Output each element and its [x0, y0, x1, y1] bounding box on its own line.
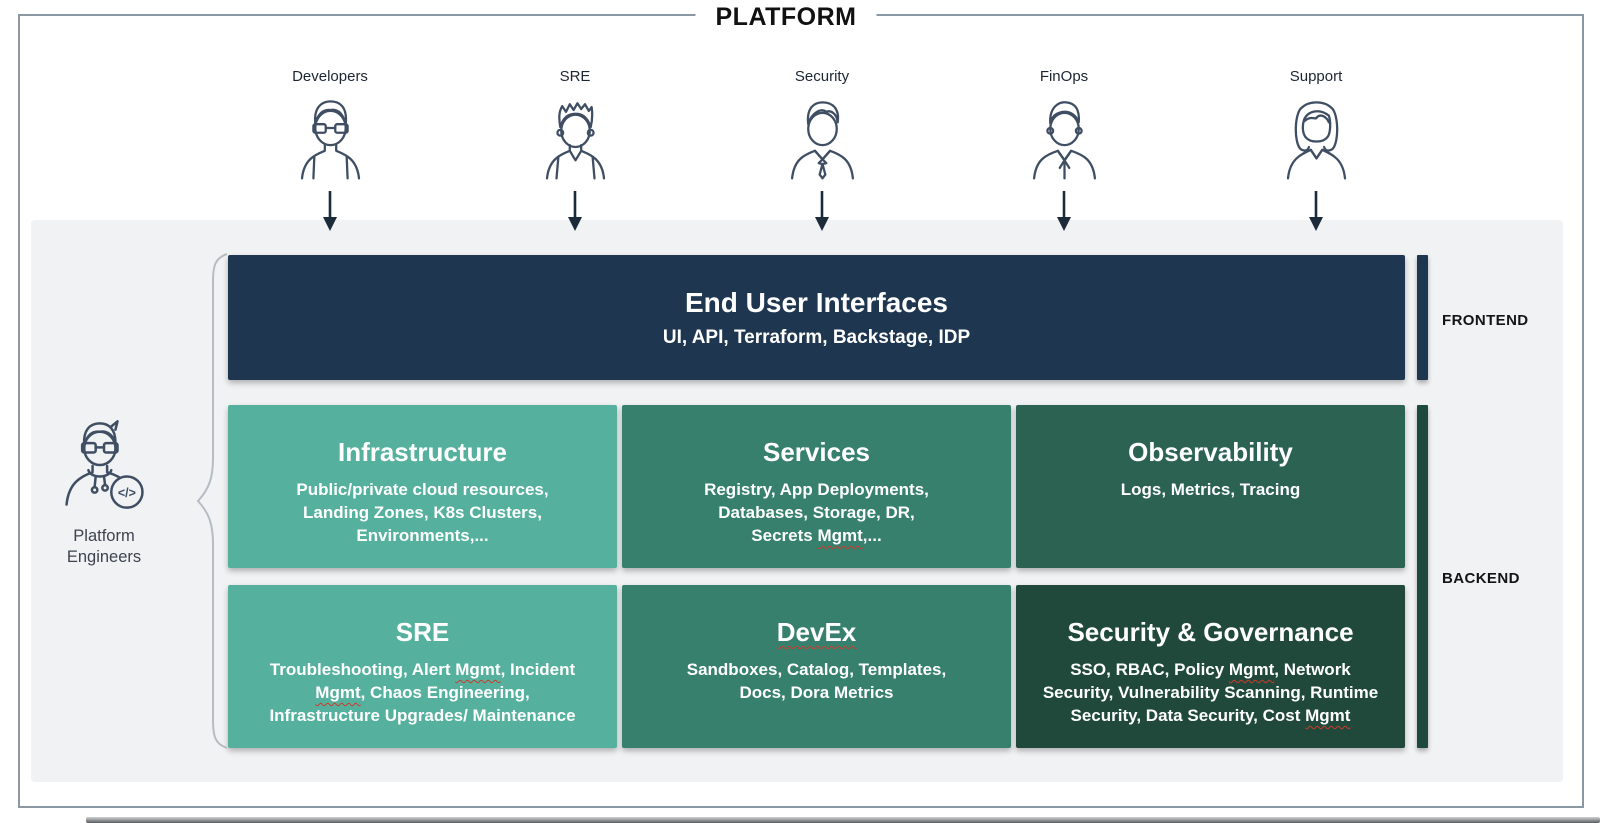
down-arrow-icon — [319, 190, 341, 237]
sre-avatar-icon — [528, 90, 623, 185]
frontend-box: End User Interfaces UI, API, Terraform, … — [228, 255, 1405, 380]
support-avatar-icon — [1269, 90, 1364, 185]
backend-accent-bar — [1417, 405, 1428, 748]
persona-label: Support — [1289, 68, 1343, 85]
infrastructure-box: Infrastructure Public/private cloud reso… — [228, 405, 617, 568]
sre-box: SRE Troubleshooting, Alert Mgmt, Inciden… — [228, 585, 617, 748]
persona-sre: SRE — [500, 66, 650, 237]
code-badge: </> — [118, 486, 136, 500]
platform-engineer-avatar-icon: </> — [50, 413, 158, 522]
box-title: Services — [763, 437, 870, 467]
bottom-edge-artifact — [86, 817, 1600, 823]
finops-avatar-icon — [1017, 90, 1112, 185]
box-title: Security & Governance — [1067, 617, 1354, 647]
persona-label: Developers — [292, 68, 368, 85]
down-arrow-icon — [1053, 190, 1075, 237]
observability-box: Observability Logs, Metrics, Tracing — [1016, 405, 1405, 568]
box-subtitle: Sandboxes, Catalog, Templates,Docs, Dora… — [686, 660, 947, 702]
frontend-section-label: FRONTEND — [1442, 312, 1529, 329]
box-title: End User Interfaces — [685, 287, 948, 318]
curly-brace-icon — [196, 253, 228, 749]
box-subtitle: UI, API, Terraform, Backstage, IDP — [662, 327, 971, 348]
box-subtitle: Public/private cloud resources,Landing Z… — [296, 480, 549, 545]
box-title: Observability — [1128, 437, 1293, 467]
security-avatar-icon — [775, 90, 870, 185]
persona-label: SRE — [559, 68, 591, 85]
diagram-title: PLATFORM — [695, 1, 877, 33]
box-subtitle: Registry, App Deployments,Databases, Sto… — [704, 480, 929, 545]
security-governance-box: Security & Governance SSO, RBAC, Policy … — [1016, 585, 1405, 748]
persona-finops: FinOps — [989, 66, 1139, 237]
persona-label: FinOps — [1039, 68, 1089, 85]
persona-label: Security — [794, 68, 850, 85]
persona-developers: Developers — [255, 66, 405, 237]
developer-avatar-icon — [283, 90, 378, 185]
box-subtitle: Logs, Metrics, Tracing — [1120, 480, 1301, 499]
persona-security: Security — [747, 66, 897, 237]
platform-engineers: </> Platform Engineers — [44, 413, 164, 568]
box-title: DevEx — [776, 617, 857, 647]
down-arrow-icon — [564, 190, 586, 237]
down-arrow-icon — [811, 190, 833, 237]
box-title: SRE — [395, 617, 450, 647]
down-arrow-icon — [1305, 190, 1327, 237]
platform-engineers-label: Platform Engineers — [66, 527, 142, 566]
persona-support: Support — [1241, 66, 1391, 237]
backend-section-label: BACKEND — [1442, 570, 1520, 587]
frontend-accent-bar — [1417, 255, 1428, 380]
services-box: Services Registry, App Deployments,Datab… — [622, 405, 1011, 568]
box-title: Infrastructure — [337, 437, 508, 467]
devex-box: DevEx Sandboxes, Catalog, Templates,Docs… — [622, 585, 1011, 748]
